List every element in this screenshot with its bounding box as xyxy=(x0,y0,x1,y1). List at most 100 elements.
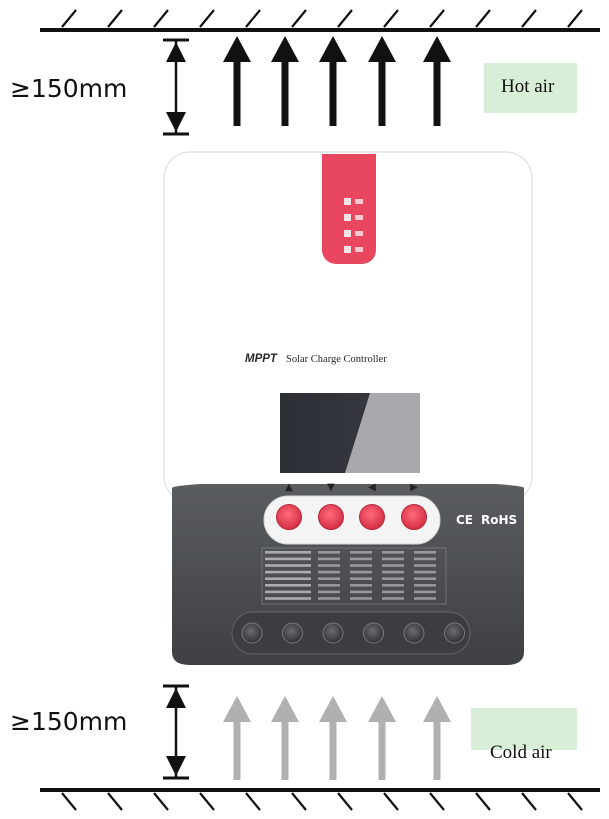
spec-row-label xyxy=(265,591,311,594)
ce-mark: CE xyxy=(456,513,473,527)
cold-air-arrow-shaft xyxy=(379,718,386,780)
spec-row-value xyxy=(350,551,372,554)
spec-row-value xyxy=(318,577,340,580)
device-title: Solar Charge Controller xyxy=(286,354,387,365)
bottom-hatch-mark xyxy=(292,793,306,810)
lcd-screen xyxy=(280,393,420,473)
button-glyph: ◀ xyxy=(368,482,376,493)
cold-air-arrow xyxy=(423,696,451,780)
top-dimension-arrowhead-down xyxy=(166,112,186,132)
spec-row-label xyxy=(265,584,311,587)
spec-row-value xyxy=(350,571,372,574)
indicator-led xyxy=(344,230,351,237)
spec-row-value xyxy=(318,591,340,594)
spec-row-value xyxy=(414,584,436,587)
cold-air-arrow xyxy=(271,696,299,780)
button-glyph: ▶ xyxy=(410,482,418,493)
terminal-strip xyxy=(232,612,470,654)
spec-row-value xyxy=(318,584,340,587)
spec-row-value xyxy=(414,591,436,594)
top-wall-hatching xyxy=(62,10,582,27)
spec-row-label xyxy=(265,558,311,561)
bottom-hatch-mark xyxy=(62,793,76,810)
terminal-screw xyxy=(445,623,465,643)
spec-row-value xyxy=(382,584,404,587)
hot-air-arrow-shaft xyxy=(379,58,386,126)
top-hatch-mark xyxy=(200,10,214,27)
top-hatch-mark xyxy=(62,10,76,27)
rohs-mark: RoHS xyxy=(481,513,517,527)
bottom-hatch-mark xyxy=(200,793,214,810)
spec-row-value xyxy=(382,591,404,594)
spec-row-value xyxy=(350,584,372,587)
terminal-screw xyxy=(283,623,303,643)
hot-air-arrow xyxy=(319,36,347,126)
indicator-led xyxy=(344,214,351,221)
spec-row-value xyxy=(350,564,372,567)
hot-air-arrow-head xyxy=(223,36,251,62)
bottom-hatch-mark xyxy=(476,793,490,810)
cold-air-arrow-shaft xyxy=(330,718,337,780)
spec-row-value xyxy=(318,597,340,600)
battery-icon xyxy=(355,215,363,220)
top-hatch-mark xyxy=(246,10,260,27)
cold-air-arrow-shaft xyxy=(282,718,289,780)
top-hatch-mark xyxy=(108,10,122,27)
terminal-screw xyxy=(242,623,262,643)
pv-icon xyxy=(355,199,363,204)
spec-row-value xyxy=(318,551,340,554)
bottom-dimension-arrowhead-up xyxy=(166,688,186,708)
spec-row-value xyxy=(382,571,404,574)
spec-row-value xyxy=(414,577,436,580)
terminal-screw xyxy=(323,623,343,643)
hot-air-arrow-shaft xyxy=(234,58,241,126)
cold-air-arrows xyxy=(223,696,451,780)
spec-row-value xyxy=(382,577,404,580)
spec-row-value xyxy=(318,571,340,574)
indicator-strip xyxy=(322,154,376,264)
spec-row-value xyxy=(382,564,404,567)
cold-air-arrow-head xyxy=(423,696,451,722)
spec-row-value xyxy=(350,558,372,561)
spec-row-value xyxy=(382,558,404,561)
hot-air-arrow xyxy=(423,36,451,126)
control-button xyxy=(360,505,385,530)
spec-row-label xyxy=(265,564,311,567)
hot-air-arrow-shaft xyxy=(330,58,337,126)
hot-air-arrow xyxy=(223,36,251,126)
bottom-hatch-mark xyxy=(384,793,398,810)
cold-air-arrow xyxy=(368,696,396,780)
cold-air-arrow-shaft xyxy=(234,718,241,780)
spec-row-value xyxy=(414,564,436,567)
top-hatch-mark xyxy=(522,10,536,27)
top-hatch-mark xyxy=(476,10,490,27)
spec-row-value xyxy=(414,597,436,600)
bottom-dimension-arrowhead-down xyxy=(166,756,186,776)
cold-air-label: Cold air xyxy=(490,742,552,764)
top-hatch-mark xyxy=(384,10,398,27)
bottom-hatch-mark xyxy=(246,793,260,810)
bottom-hatch-mark xyxy=(108,793,122,810)
hot-air-arrow-shaft xyxy=(434,58,441,126)
spec-row-value xyxy=(350,597,372,600)
spec-row-label xyxy=(265,577,311,580)
hot-air-arrows xyxy=(223,36,451,126)
control-button xyxy=(277,505,302,530)
spec-row-value xyxy=(350,591,372,594)
bottom-wall-hatching xyxy=(62,793,582,810)
spec-row-value xyxy=(382,597,404,600)
control-button xyxy=(402,505,427,530)
spec-row-value xyxy=(382,551,404,554)
terminal-screw xyxy=(404,623,424,643)
hot-air-arrow xyxy=(271,36,299,126)
hot-air-arrow-head xyxy=(319,36,347,62)
button-glyph: ▼ xyxy=(327,482,335,493)
top-hatch-mark xyxy=(338,10,352,27)
spec-row-value xyxy=(414,551,436,554)
indicator-led xyxy=(344,198,351,205)
cold-air-arrow xyxy=(223,696,251,780)
bottom-hatch-mark xyxy=(154,793,168,810)
hot-air-arrow-shaft xyxy=(282,58,289,126)
spec-row-value xyxy=(414,558,436,561)
